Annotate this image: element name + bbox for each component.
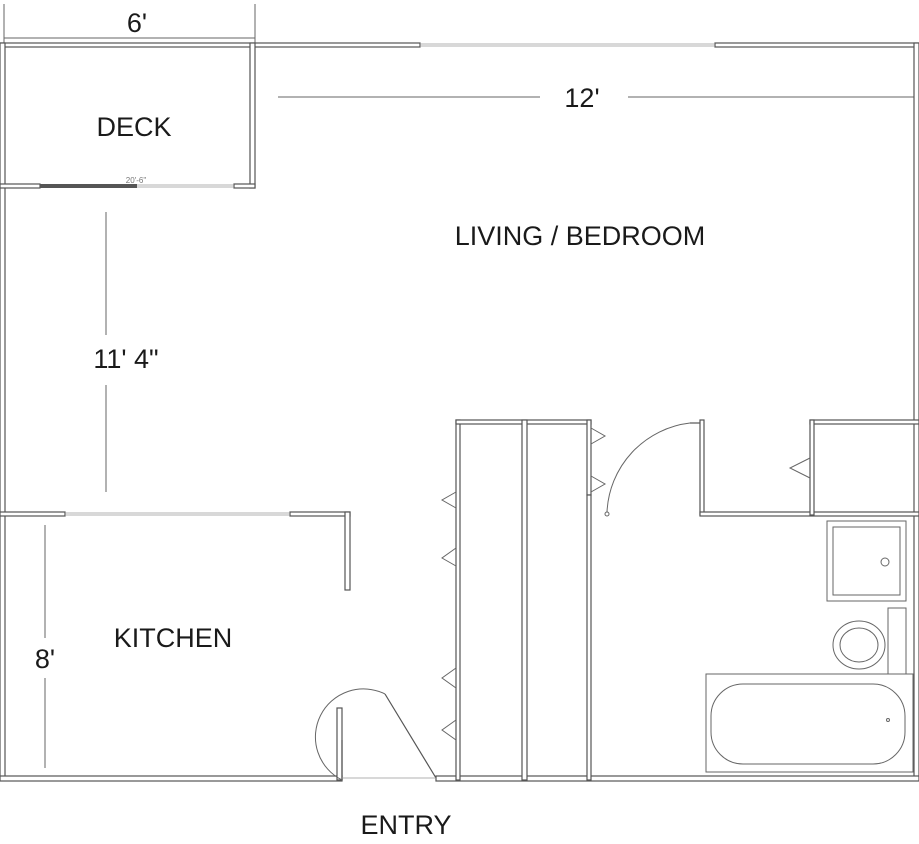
dimension-lines [3, 4, 917, 768]
bathroom [604, 419, 919, 773]
room-label-kitchen: KITCHEN [114, 623, 233, 653]
room-label-deck: DECK [96, 112, 171, 142]
exterior-walls [0, 42, 919, 782]
dimension-living-width: 12' [564, 83, 599, 113]
dimension-kitchen-depth: 8' [35, 644, 55, 674]
deck-walls [0, 42, 256, 189]
dimension-living-depth: 11' 4" [93, 344, 158, 374]
closet-walls [440, 419, 607, 781]
room-label-living-bedroom: LIVING / BEDROOM [455, 221, 706, 251]
dimension-deck-width: 6' [127, 8, 147, 38]
deck-door-note: 20'-6" [126, 176, 147, 185]
entry-door [315, 688, 437, 781]
room-label-entry: ENTRY [360, 810, 451, 840]
